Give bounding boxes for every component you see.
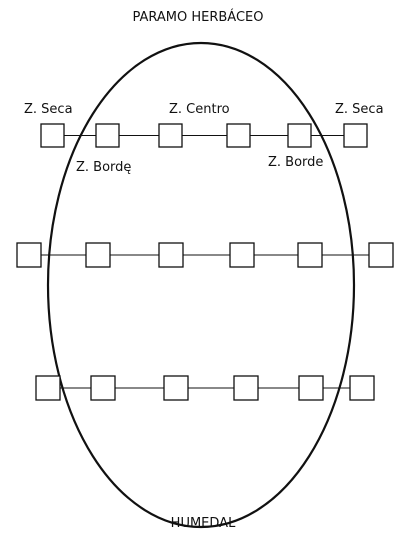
- transects-group: [16, 123, 394, 401]
- sampling-plot-box: [343, 123, 368, 148]
- sampling-plot-box: [35, 375, 61, 401]
- label-zona-centro: Z. Centro: [169, 102, 230, 117]
- sampling-plot-box: [85, 242, 111, 268]
- sampling-plot-box: [40, 123, 65, 148]
- transect-3: [35, 375, 375, 401]
- label-zona-borde-right: Z. Borde: [268, 155, 323, 170]
- transect-1: [40, 123, 368, 148]
- wetland-boundary-oval: [46, 41, 356, 529]
- sampling-plot-box: [158, 123, 183, 148]
- sampling-plot-box: [287, 123, 312, 148]
- sampling-plot-box: [297, 242, 323, 268]
- sampling-plot-box: [233, 375, 259, 401]
- label-zona-borde-left: Z. Bordę: [76, 160, 131, 175]
- sampling-plot-box: [368, 242, 394, 268]
- sampling-plot-box: [226, 123, 251, 148]
- sampling-plot-box: [95, 123, 120, 148]
- sampling-plot-box: [16, 242, 42, 268]
- transect-2: [16, 242, 394, 268]
- sampling-plot-box: [90, 375, 116, 401]
- sampling-plot-box: [298, 375, 324, 401]
- sampling-plot-box: [229, 242, 255, 268]
- sampling-plot-box: [349, 375, 375, 401]
- title-bottom: HUMEDAL: [171, 516, 236, 531]
- label-zona-seca-left: Z. Seca: [24, 102, 73, 117]
- sampling-plot-box: [163, 375, 189, 401]
- title-top: PARAMO HERBÁCEO: [132, 9, 263, 25]
- sampling-plot-box: [158, 242, 184, 268]
- label-zona-seca-right: Z. Seca: [335, 102, 384, 117]
